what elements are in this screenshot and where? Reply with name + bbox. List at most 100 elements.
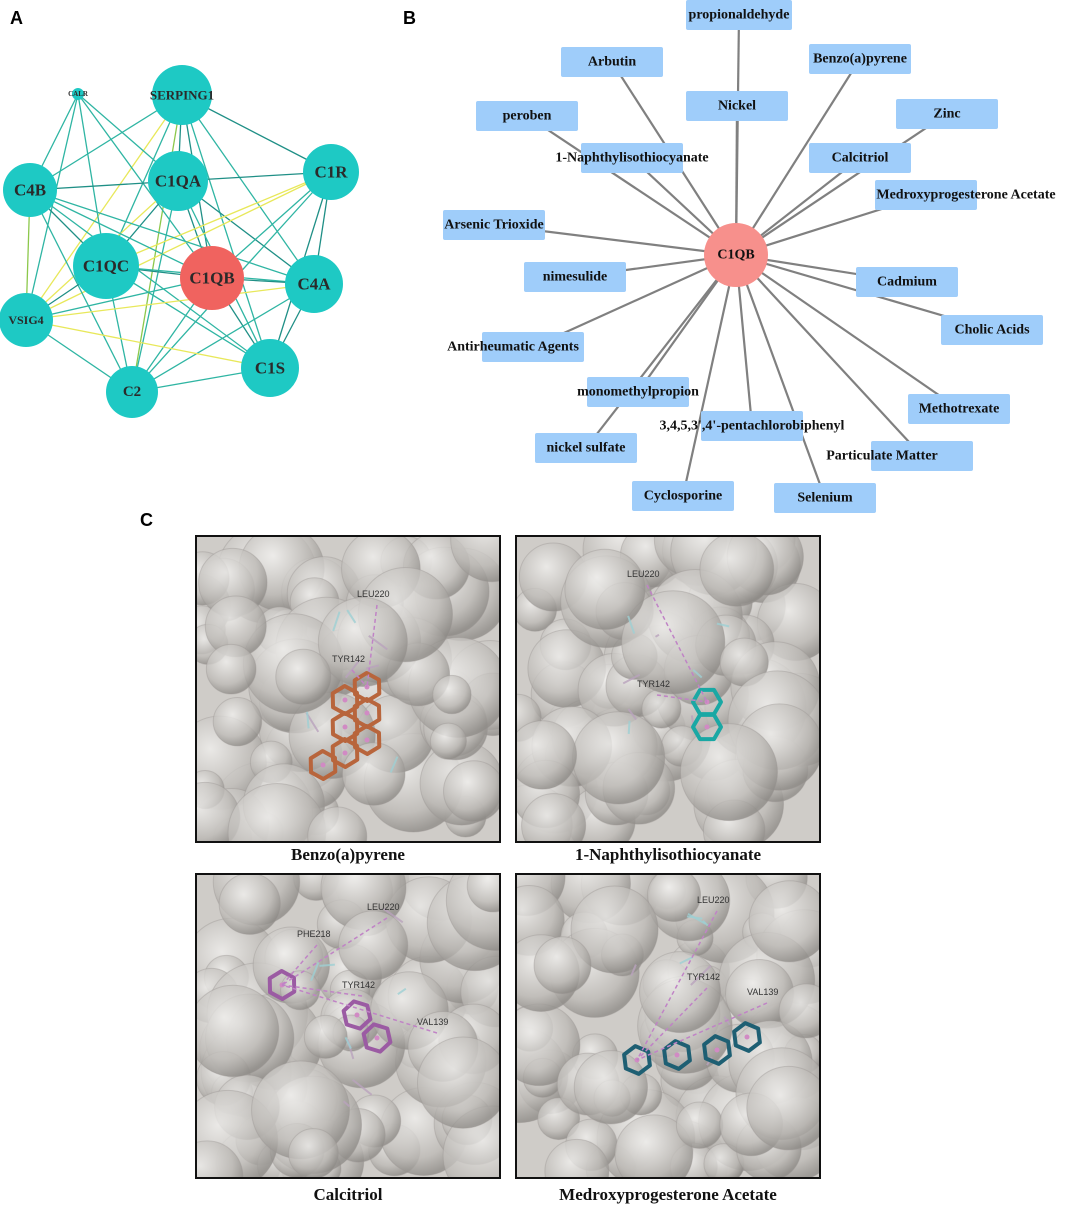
network-a-node-label: C1QB xyxy=(189,269,234,288)
chemical-node-6: 1-Naphthylisothiocyanate xyxy=(555,143,709,173)
residue-sticks xyxy=(310,908,407,1108)
chemical-node-18: nickel sulfate xyxy=(535,433,637,463)
network-a-edge xyxy=(29,189,133,393)
network-a-node-label: C1QA xyxy=(155,172,202,191)
network-a-node-label: CALR xyxy=(68,90,89,98)
network-a-node-label: C1S xyxy=(255,359,285,378)
network-b-edges xyxy=(493,14,993,499)
network-a-node-serping1: SERPING1 xyxy=(150,65,214,125)
residue-label: TYR142 xyxy=(637,679,670,689)
protein-surface xyxy=(517,875,819,1177)
chemical-node-11: Cadmium xyxy=(856,267,958,297)
chemical-node-10: nimesulide xyxy=(524,262,626,292)
docking-caption-3: Calcitriol xyxy=(313,1185,383,1204)
network-a-edge xyxy=(131,180,179,393)
chemical-label: Nickel xyxy=(718,99,756,114)
residue-label: VAL139 xyxy=(747,987,778,997)
chemical-node-14: monomethylpropion xyxy=(577,377,699,407)
chemical-label: Medroxyprogesterone Acetate xyxy=(876,188,1055,203)
chemical-node-1: Arbutin xyxy=(561,47,663,77)
network-a-node-calr: CALR xyxy=(68,88,89,100)
chemical-label: Cholic Acids xyxy=(954,323,1030,338)
network-b-center: C1QB xyxy=(704,223,768,287)
network-a-node-c1qc: C1QC xyxy=(73,233,139,299)
network-a-node-label: C1QC xyxy=(83,257,129,276)
network-a-edge xyxy=(105,171,332,267)
chemical-node-5: peroben xyxy=(476,101,578,131)
protein-surface xyxy=(197,875,499,1177)
network-a-node-vsig4: VSIG4 xyxy=(0,293,53,347)
docking-caption-4: Medroxyprogesterone Acetate xyxy=(559,1185,777,1204)
network-b-edge xyxy=(735,254,960,410)
network-a-edge xyxy=(25,94,183,321)
chemical-label: Cyclosporine xyxy=(644,489,723,504)
network-b-edge xyxy=(532,253,737,349)
residue-label: LEU220 xyxy=(627,569,660,579)
protein-surface xyxy=(197,537,499,841)
chemical-label: Methotrexate xyxy=(919,402,1000,417)
chemical-node-7: Calcitriol xyxy=(809,143,911,173)
chemical-label: nimesulide xyxy=(543,270,608,285)
chemical-label: propionaldehyde xyxy=(689,8,790,23)
chemical-node-20: Selenium xyxy=(774,483,876,513)
ligand-structure xyxy=(622,910,768,1076)
network-a-node-c4a: C4A xyxy=(285,255,343,313)
residue-label: LEU220 xyxy=(357,589,390,599)
network-a-node-label: C2 xyxy=(123,384,141,400)
network-a-node-c1s: C1S xyxy=(241,339,299,397)
chemical-label: Zinc xyxy=(933,107,960,122)
chemical-node-12: Cholic Acids xyxy=(941,315,1043,345)
chemical-node-13: Antirheumatic Agents xyxy=(447,332,584,362)
panel-letter-b: B xyxy=(403,8,416,28)
network-b-edge xyxy=(526,115,737,256)
residue-label: LEU220 xyxy=(367,902,400,912)
ligand-structure xyxy=(267,917,438,1054)
chemical-node-9: Arsenic Trioxide xyxy=(443,210,545,240)
chemical-label: Benzo(a)pyrene xyxy=(813,52,907,67)
ligand-structure xyxy=(646,584,723,742)
chemical-label: monomethylpropion xyxy=(577,385,699,400)
network-a-node-label: C1R xyxy=(314,163,348,182)
chemical-node-17: Particulate Matter xyxy=(826,441,973,471)
network-a-edge xyxy=(131,283,315,393)
network-b-edge xyxy=(735,58,861,256)
network-a-edge xyxy=(29,189,271,369)
ligand-structure xyxy=(308,604,382,781)
network-a-edge xyxy=(25,171,332,321)
chemical-node-19: Cyclosporine xyxy=(632,481,734,511)
network-a-edge xyxy=(25,319,271,369)
residue-label: PHE218 xyxy=(297,929,331,939)
network-a-node-label: C4B xyxy=(14,181,46,200)
network-a-edge xyxy=(25,283,315,321)
network-a-node-label: SERPING1 xyxy=(150,88,214,103)
docking-caption-2: 1-Naphthylisothiocyanate xyxy=(574,845,762,864)
protein-surface xyxy=(517,537,819,841)
chemical-label: Particulate Matter xyxy=(826,449,938,464)
center-node-label: C1QB xyxy=(717,248,754,263)
chemical-node-0: propionaldehyde xyxy=(686,0,792,30)
residue-label: VAL139 xyxy=(417,1017,448,1027)
residue-label: TYR142 xyxy=(342,980,375,990)
residue-label: LEU220 xyxy=(697,895,730,905)
network-b-edge xyxy=(734,254,827,499)
docking-caption-1: Benzo(a)pyrene xyxy=(291,845,405,864)
panel-letter-c: C xyxy=(140,510,153,530)
panel-letter-a: A xyxy=(10,8,23,28)
residue-sticks xyxy=(622,615,730,734)
chemical-label: nickel sulfate xyxy=(547,441,626,456)
network-a-edge xyxy=(29,189,213,279)
chemical-node-8: Medroxyprogesterone Acetate xyxy=(875,180,1056,210)
network-a-node-label: C4A xyxy=(297,275,331,294)
network-a-node-c4b: C4B xyxy=(3,163,57,217)
chemical-label: Calcitriol xyxy=(832,151,889,166)
chemical-label: 3,4,5,3',4'-pentachlorobiphenyl xyxy=(660,419,845,434)
network-a-node-label: VSIG4 xyxy=(8,313,43,327)
